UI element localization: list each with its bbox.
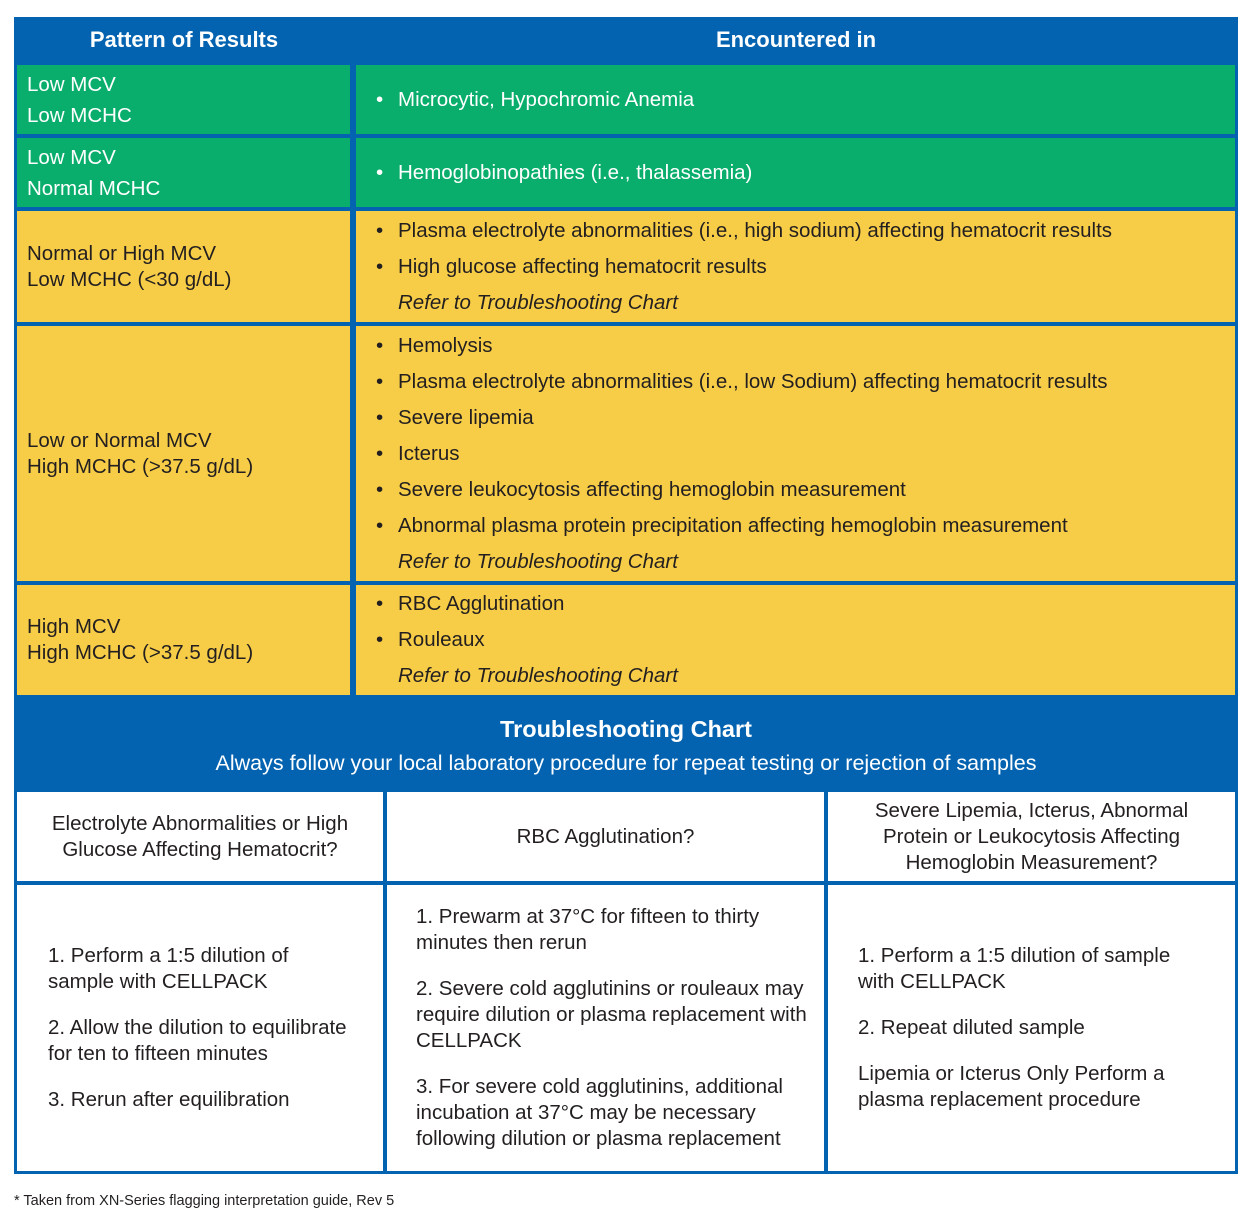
pattern-cell: Normal or High MCV Low MCHC (<30 g/dL) xyxy=(17,211,350,322)
pattern-cell: High MCV High MCHC (>37.5 g/dL) xyxy=(17,585,350,695)
result-row-low-mcv-normal-mchc: Low MCV Normal MCHC Hemoglobinopathies (… xyxy=(17,138,1235,207)
result-row-high-mcv-high-mchc: High MCV High MCHC (>37.5 g/dL) RBC Aggl… xyxy=(17,585,1235,695)
bullet-item: Plasma electrolyte abnormalities (i.e., … xyxy=(376,213,1235,249)
ts-heading-text: Electrolyte Abnormalities or High Glucos… xyxy=(51,811,349,861)
bullet-item: RBC Agglutination xyxy=(376,586,1235,622)
encountered-column-header: Encountered in xyxy=(715,27,877,52)
encountered-cell: RBC Agglutination Rouleaux Refer to Trou… xyxy=(356,585,1235,695)
results-table-frame: Pattern of Results Encountered in Low MC… xyxy=(14,17,1238,1174)
ts-heading-text: Severe Lipemia, Icterus, Abnormal Protei… xyxy=(874,798,1189,874)
bullet-item: Abnormal plasma protein precipitation af… xyxy=(376,508,1235,544)
ts-step: 3. Rerun after equilibration xyxy=(48,1088,290,1111)
bullet-item: Rouleaux xyxy=(376,622,1235,658)
troubleshooting-subtitle: Always follow your local laboratory proc… xyxy=(215,751,1037,775)
refer-troubleshooting-note: Refer to Troubleshooting Chart xyxy=(398,290,678,314)
pattern-line: Low MCHC (<30 g/dL) xyxy=(27,267,232,291)
ts-steps-rbc-agglutination: 1. Prewarm at 37°C for fifteen to thirty… xyxy=(387,885,824,1171)
bullet-item: High glucose affecting hematocrit result… xyxy=(376,249,1235,285)
footnote: * Taken from XN-Series flagging interpre… xyxy=(14,1193,395,1209)
bullet-item: Icterus xyxy=(376,436,1235,472)
pattern-column-header: Pattern of Results xyxy=(89,27,279,52)
encountered-cell: Hemolysis Plasma electrolyte abnormaliti… xyxy=(356,326,1235,581)
ts-step: 1. Perform a 1:5 dilution of sample with… xyxy=(858,944,1171,993)
ts-heading-text: RBC Agglutination? xyxy=(516,824,695,848)
refer-troubleshooting-note: Refer to Troubleshooting Chart xyxy=(398,664,678,687)
pattern-line: High MCV xyxy=(27,615,121,638)
pattern-line: Low MCV xyxy=(27,145,116,169)
pattern-line: High MCHC (>37.5 g/dL) xyxy=(27,454,254,478)
result-row-low-mcv-low-mchc: Low MCV Low MCHC Microcytic, Hypochromic… xyxy=(17,65,1235,134)
pattern-cell: Low MCV Low MCHC xyxy=(17,65,350,134)
bullet-item: Hemoglobinopathies (i.e., thalassemia) xyxy=(376,155,1235,191)
ts-step: 1. Prewarm at 37°C for fifteen to thirty… xyxy=(416,905,760,954)
ts-step: 2. Severe cold agglutinins or rouleaux m… xyxy=(416,977,807,1052)
pattern-line: High MCHC (>37.5 g/dL) xyxy=(27,641,254,664)
result-row-normal-high-mcv-low-mchc: Normal or High MCV Low MCHC (<30 g/dL) P… xyxy=(17,211,1235,322)
pattern-line: Normal or High MCV xyxy=(27,241,217,265)
ts-step: 3. For severe cold agglutinins, addition… xyxy=(416,1075,783,1150)
pattern-line: Low MCV xyxy=(27,72,116,96)
result-row-low-normal-mcv-high-mchc: Low or Normal MCV High MCHC (>37.5 g/dL)… xyxy=(17,326,1235,581)
ts-steps-electrolyte: 1. Perform a 1:5 dilution of sample with… xyxy=(17,885,383,1171)
pattern-line: Low or Normal MCV xyxy=(27,428,212,452)
encountered-cell: Microcytic, Hypochromic Anemia xyxy=(356,65,1235,134)
bullet-item: Microcytic, Hypochromic Anemia xyxy=(376,82,1235,118)
bullet-item: Hemolysis xyxy=(376,328,1235,364)
ts-step: 2. Repeat diluted sample xyxy=(858,1016,1085,1039)
ts-heading-electrolyte: Electrolyte Abnormalities or High Glucos… xyxy=(17,792,383,881)
ts-heading-rbc-agglutination: RBC Agglutination? xyxy=(387,792,824,881)
ts-step: 1. Perform a 1:5 dilution of sample with… xyxy=(48,944,289,993)
ts-step: 2. Allow the dilution to equilibrate for… xyxy=(48,1016,347,1065)
bullet-item: Severe lipemia xyxy=(376,400,1235,436)
pattern-line: Low MCHC xyxy=(27,103,132,127)
refer-troubleshooting-note: Refer to Troubleshooting Chart xyxy=(398,549,678,573)
ts-step: Lipemia or Icterus Only Perform a plasma… xyxy=(858,1062,1165,1111)
encountered-cell: Hemoglobinopathies (i.e., thalassemia) xyxy=(356,138,1235,207)
bullet-item: Plasma electrolyte abnormalities (i.e., … xyxy=(376,364,1235,400)
encountered-cell: Plasma electrolyte abnormalities (i.e., … xyxy=(356,211,1235,322)
ts-heading-lipemia-icterus: Severe Lipemia, Icterus, Abnormal Protei… xyxy=(828,792,1235,881)
pattern-cell: Low MCV Normal MCHC xyxy=(17,138,350,207)
troubleshooting-title: Troubleshooting Chart xyxy=(500,716,752,742)
pattern-cell: Low or Normal MCV High MCHC (>37.5 g/dL) xyxy=(17,326,350,581)
ts-steps-lipemia-icterus: 1. Perform a 1:5 dilution of sample with… xyxy=(828,885,1235,1171)
bullet-item: Severe leukocytosis affecting hemoglobin… xyxy=(376,472,1235,508)
pattern-line: Normal MCHC xyxy=(27,176,161,200)
